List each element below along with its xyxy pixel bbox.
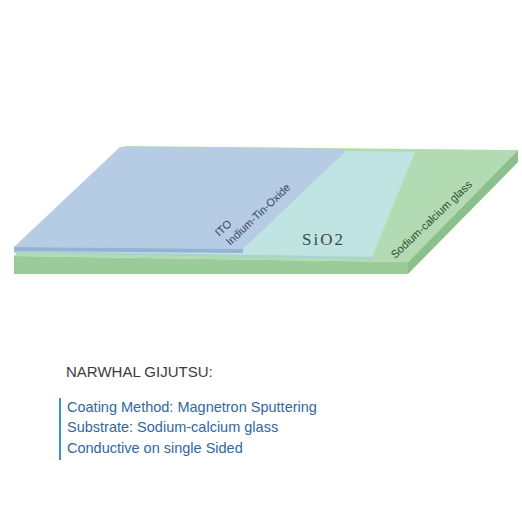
layer-face xyxy=(14,147,348,249)
layer-face xyxy=(14,247,243,253)
layer-face xyxy=(14,256,408,274)
spec-line: Coating Method: Magnetron Sputtering xyxy=(67,399,317,416)
layer-face xyxy=(14,146,518,262)
spec-line: Substrate: Sodium-calcium glass xyxy=(67,419,278,436)
heading: NARWHAL GIJUTSU: xyxy=(66,363,213,381)
blue-bar xyxy=(59,398,61,460)
layer-label: SiO2 xyxy=(302,230,345,250)
layer-face xyxy=(14,148,415,257)
layer-shape xyxy=(0,0,522,290)
ito-layer: ITOIndium-Tin-Oxide xyxy=(0,0,522,290)
label-holder: SiO2 xyxy=(302,230,345,250)
layer-face xyxy=(408,150,518,274)
spec-line: Conductive on single Sided xyxy=(67,440,243,457)
